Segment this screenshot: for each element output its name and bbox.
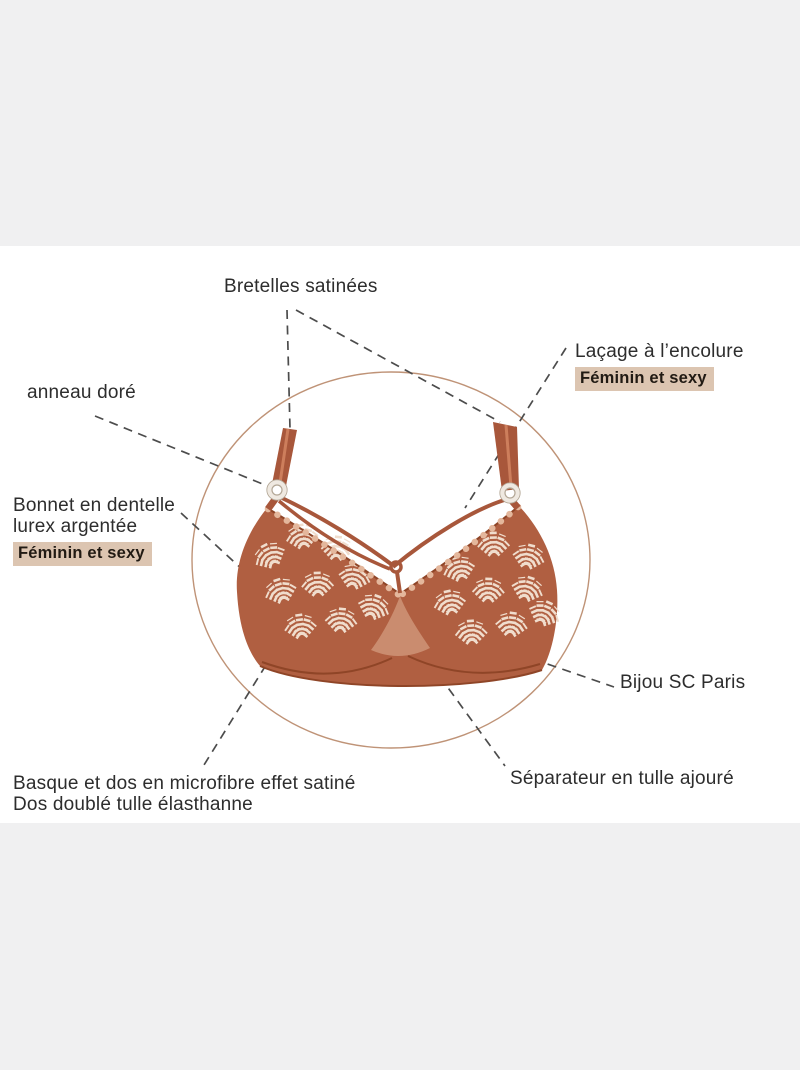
- strap-lacing: [277, 495, 509, 594]
- callout-bijou: Bijou SC Paris: [620, 672, 745, 693]
- scallop-trim-right: [397, 503, 522, 599]
- product-diagram-canvas: Bretelles satinées Laçage à l’encolure F…: [0, 246, 800, 823]
- callout-bonnet-line1: Bonnet en dentelle: [13, 495, 176, 516]
- callout-basque: Basque et dos en microfibre effet satiné…: [13, 773, 355, 815]
- band-bottom-edge: [259, 665, 543, 687]
- leader-line-separateur: [402, 625, 506, 767]
- leader-line-anneau: [94, 415, 271, 488]
- gold-ring-right: [499, 482, 521, 504]
- callout-separateur-text: Séparateur en tulle ajouré: [510, 768, 734, 789]
- underwire-right: [407, 655, 541, 674]
- callout-bijou-text: Bijou SC Paris: [620, 672, 746, 693]
- callout-basque-line2: Dos doublé tulle élasthanne: [13, 794, 253, 815]
- tulle-gore: [371, 596, 430, 657]
- gold-ring-left: [266, 479, 288, 501]
- callout-anneau-text: anneau doré: [27, 382, 136, 403]
- leader-line-bretelles-diagonal: [295, 309, 501, 423]
- callout-bretelles: Bretelles satinées: [224, 276, 378, 297]
- neckline-left: [266, 507, 401, 595]
- callout-basque-line1: Basque et dos en microfibre effet satiné: [13, 773, 356, 794]
- focus-circle: [191, 371, 591, 749]
- callout-bretelles-text: Bretelles satinées: [224, 276, 378, 297]
- callout-lacage-text: Laçage à l’encolure: [575, 341, 744, 362]
- callout-bonnet-line2: lurex argentée: [13, 516, 138, 537]
- callout-lacage: Laçage à l’encolure Féminin et sexy: [575, 341, 744, 391]
- callout-bonnet-badge: Féminin et sexy: [13, 542, 152, 566]
- callout-lacage-badge: Féminin et sexy: [575, 367, 714, 391]
- leader-line-bretelles-vertical: [286, 309, 291, 430]
- callout-separateur: Séparateur en tulle ajouré: [510, 768, 734, 789]
- callout-anneau: anneau doré: [27, 382, 136, 403]
- callout-bonnet: Bonnet en dentelle lurex argentée Fémini…: [13, 495, 175, 566]
- right-strap: [493, 422, 521, 511]
- bra-feature-illustration: [94, 309, 615, 767]
- underwire-left: [261, 657, 393, 675]
- leader-line-basque: [203, 664, 267, 766]
- center-loop: [389, 560, 403, 574]
